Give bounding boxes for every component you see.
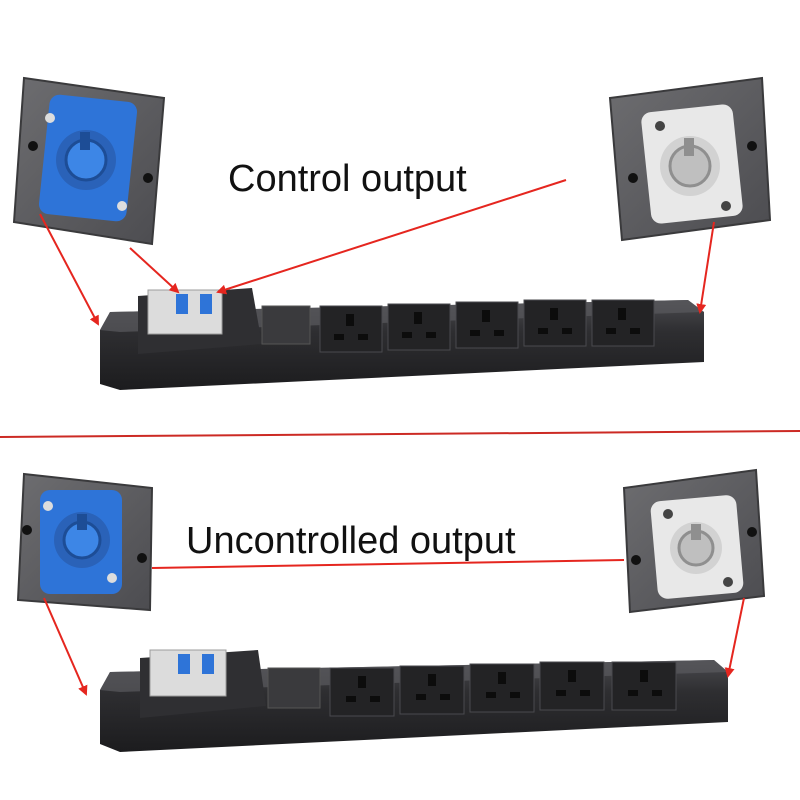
- socket-row-bottom: [329, 661, 677, 717]
- blue-connector-plate-top: [12, 76, 166, 246]
- circuit-breaker-bottom: [140, 649, 266, 718]
- divider-line: [0, 430, 800, 438]
- arrows-top: [39, 179, 715, 326]
- pdu-bar-top: [100, 288, 704, 390]
- caption-uncontrolled-output: Uncontrolled output: [186, 520, 516, 562]
- caption-control-output: Control output: [228, 158, 467, 200]
- blue-connector-plate-bottom: [16, 472, 154, 612]
- circuit-breaker-top: [138, 288, 262, 354]
- arrows-bottom: [43, 559, 745, 696]
- white-connector-plate-bottom: [622, 468, 766, 614]
- white-connector-plate-top: [608, 76, 772, 242]
- socket-row-top: [319, 299, 655, 353]
- pdu-bar-bottom: [100, 649, 728, 752]
